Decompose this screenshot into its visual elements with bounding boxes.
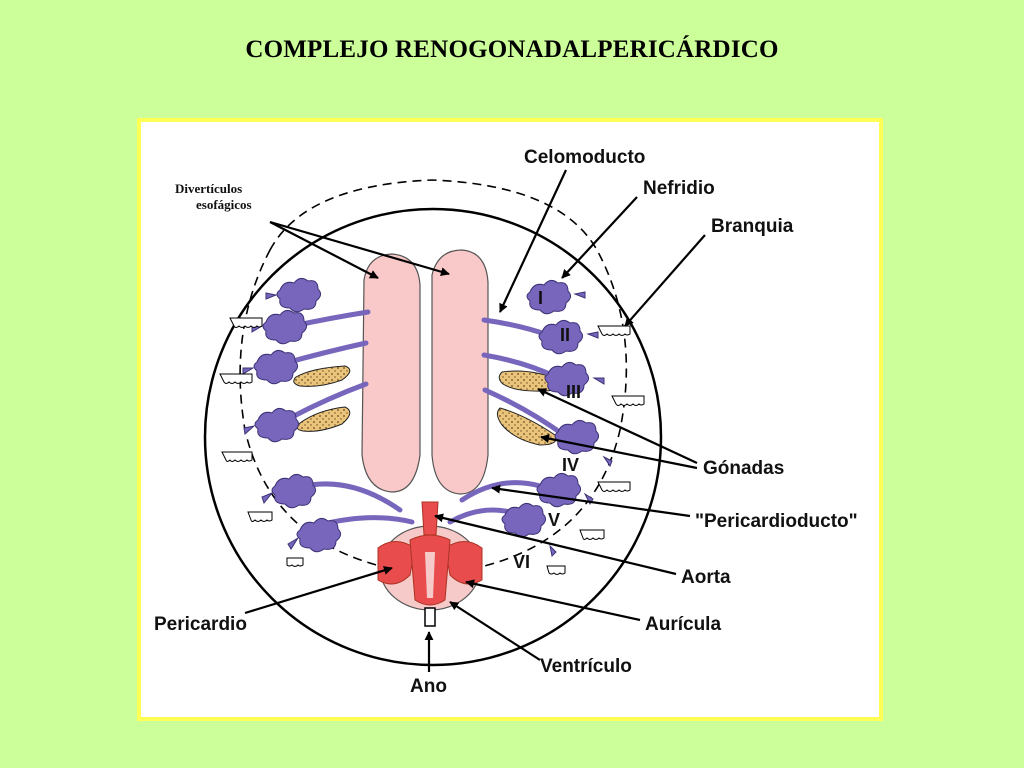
- gill-left-5: [286, 557, 304, 567]
- gill-left-2: [219, 373, 253, 384]
- arrow-pericardioducto: [491, 484, 691, 518]
- ventricle-lumen: [425, 552, 435, 598]
- nephridium-right-6: [501, 502, 547, 538]
- diverticulum-left: [361, 253, 421, 493]
- arrow-diverticulo-right: [269, 220, 450, 277]
- nephridium-left-2: [262, 309, 308, 345]
- label-ventriculo: Ventrículo: [540, 656, 632, 677]
- slide-title: COMPLEJO RENOGONADALPERICÁRDICO: [245, 36, 779, 63]
- esophageal-diverticula: [361, 249, 489, 495]
- gill-left-1: [229, 317, 263, 328]
- arrow-nefridio: [561, 196, 638, 279]
- nephridium-left-4: [254, 407, 300, 443]
- duct-right-6: [447, 507, 513, 525]
- segment-label-v: V: [548, 510, 560, 530]
- nephridium-left-6: [296, 517, 342, 553]
- duct-left-4: [287, 381, 369, 421]
- gonad-left-2: [296, 406, 351, 432]
- segment-label-iv: IV: [562, 455, 579, 475]
- aorta: [421, 501, 439, 536]
- arrow-aorta: [434, 513, 677, 576]
- gonads: [293, 365, 562, 446]
- gonad-left-1: [293, 365, 351, 387]
- label-gonadas: Gónadas: [703, 458, 784, 479]
- arrow-celomoducto: [499, 169, 567, 313]
- label-pericardio: Pericardio: [154, 614, 247, 635]
- gills: [219, 317, 645, 575]
- labels: Divertículos esofágicos Celomoducto Nefr…: [154, 147, 858, 697]
- body-outline: [203, 207, 663, 667]
- arrow-auricula: [465, 579, 641, 622]
- nephridium-right-1: [526, 279, 572, 315]
- label-ano: Ano: [410, 676, 447, 697]
- nephridium-right-4: [554, 419, 600, 455]
- arrow-branquia: [624, 234, 706, 327]
- gill-left-3: [221, 451, 253, 462]
- gill-left-4: [247, 511, 273, 522]
- arrow-gonada-1: [537, 388, 698, 464]
- diverticulum-right: [431, 249, 489, 495]
- pointer-arrows: [244, 169, 706, 672]
- gill-right-3: [597, 481, 631, 492]
- nephridium-right-2: [538, 319, 584, 355]
- nephridium-right-5: [536, 472, 582, 508]
- label-diverticulos-line2: esofágicos: [196, 197, 252, 212]
- duct-right-5: [459, 480, 543, 503]
- label-celomoducto: Celomoducto: [524, 147, 645, 168]
- anus-tube: [424, 607, 436, 627]
- gill-right-2: [611, 395, 645, 406]
- arrow-gonada-2: [540, 434, 698, 470]
- nephridium-right-3: [544, 361, 590, 397]
- label-auricula: Aurícula: [645, 614, 721, 635]
- gill-right-4: [579, 529, 605, 540]
- segment-label-vi: VI: [513, 552, 530, 572]
- label-aorta: Aorta: [681, 567, 731, 588]
- label-nefridio: Nefridio: [643, 178, 715, 199]
- label-pericardioducto: "Pericardioducto": [695, 511, 858, 532]
- duct-right-4: [482, 387, 568, 439]
- segment-label-iii: III: [566, 382, 581, 402]
- segment-label-ii: II: [560, 325, 570, 345]
- nephridium-left-5: [271, 473, 317, 509]
- nephridium-left-1: [276, 277, 322, 313]
- arrow-ventriculo: [449, 601, 541, 661]
- auricle-right: [444, 541, 483, 585]
- heart-complex: [377, 501, 483, 627]
- arrow-pericardio: [244, 566, 393, 615]
- segment-numerals: I II III IV V VI: [513, 288, 581, 572]
- nephridia: [253, 277, 600, 553]
- gill-right-5: [546, 565, 566, 575]
- duct-right-2: [481, 317, 551, 338]
- label-branquia: Branquia: [711, 216, 794, 237]
- arrow-diverticulo-left: [269, 221, 379, 279]
- nephridium-left-3: [253, 349, 299, 385]
- segment-label-i: I: [538, 288, 543, 308]
- label-diverticulos-line1: Divertículos: [175, 181, 242, 196]
- gill-right-1: [597, 325, 631, 336]
